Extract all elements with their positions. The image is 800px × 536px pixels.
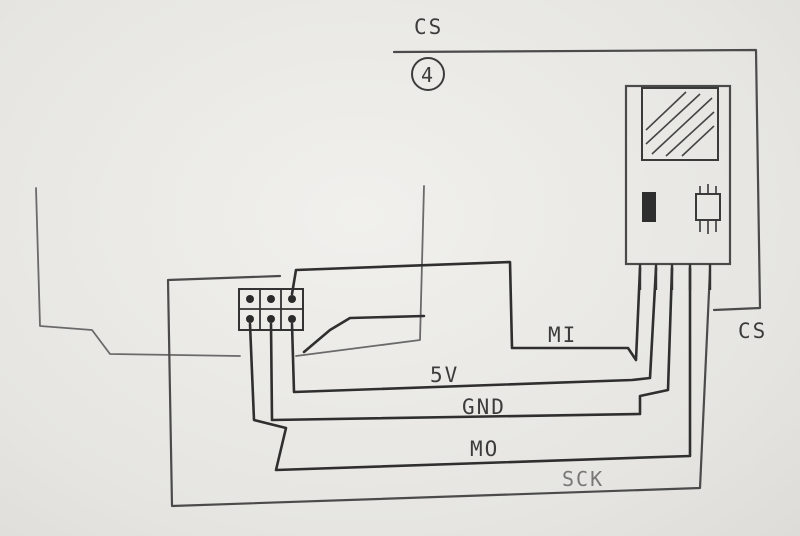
jumper-wire: [302, 314, 426, 354]
pin-1: [246, 295, 254, 303]
pin-3: [288, 295, 296, 303]
pin-2: [267, 295, 275, 303]
mi-label: MI: [548, 323, 577, 347]
cs-number-label: 4: [421, 63, 435, 87]
cs-right-label: CS: [738, 319, 767, 343]
pin-5: [267, 315, 275, 323]
gnd-wire: [269, 266, 674, 422]
pin-header: [238, 288, 304, 331]
cs-top-wire: [392, 48, 762, 312]
mo-wire: [248, 266, 692, 472]
pin-4: [246, 315, 254, 323]
cs-number-circle: [411, 57, 445, 91]
5v-label: 5V: [430, 363, 459, 387]
module-board: [624, 84, 732, 290]
gnd-label: GND: [462, 395, 506, 419]
sck-label: SCK: [562, 467, 604, 491]
module-pins: [638, 264, 712, 290]
mi-wire: [290, 260, 642, 362]
display-hatch: [645, 91, 715, 157]
left-board-outline: [35, 185, 425, 357]
cs-top-label: CS: [414, 15, 443, 39]
5v-wire: [290, 266, 658, 394]
module-chip: [695, 184, 721, 234]
frame-wire: [166, 268, 712, 508]
pin-6: [288, 315, 296, 323]
module-component-left: [642, 192, 656, 222]
mo-label: MO: [470, 437, 499, 461]
